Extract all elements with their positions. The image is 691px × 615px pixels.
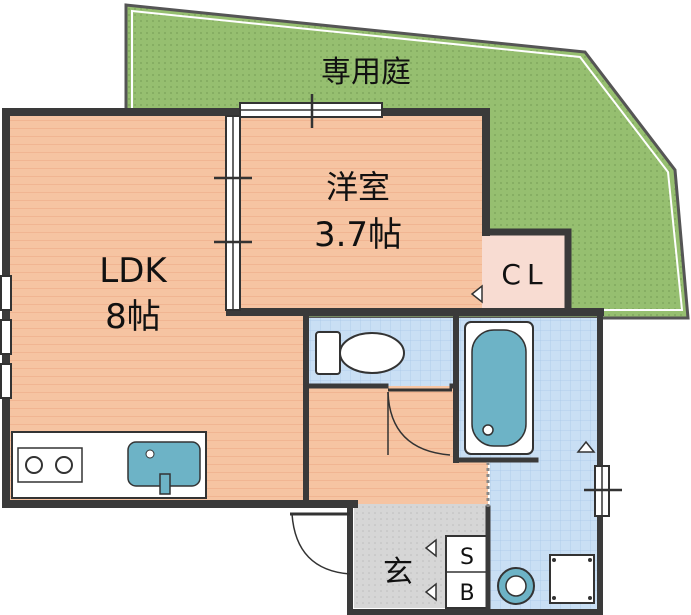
closet-door-marker — [470, 284, 483, 304]
washbasin-icon — [497, 567, 535, 605]
window-left — [0, 275, 12, 399]
walls — [2, 108, 604, 615]
bathtub-icon — [464, 321, 534, 455]
washing-machine-icon — [549, 554, 595, 604]
western-room — [234, 112, 482, 312]
garden-label: 専用庭 — [321, 55, 411, 90]
shoebox-label-top: S — [460, 545, 474, 570]
ldk-label: LDK — [99, 251, 168, 291]
closet — [482, 232, 566, 312]
shoebox-label-bottom: B — [459, 581, 474, 606]
kitchen-counter — [11, 431, 207, 499]
western-room-size-label: 3.7帖 — [314, 215, 402, 255]
sliding-door[interactable] — [214, 115, 252, 311]
ldk-size-label: 8帖 — [105, 297, 161, 337]
entrance-door[interactable] — [290, 512, 351, 575]
bathroom-door-marker — [576, 440, 596, 453]
toilet-icon — [315, 331, 405, 375]
entrance-label: 玄 — [383, 555, 413, 590]
window-top — [239, 94, 383, 128]
closet-label: CL — [501, 258, 548, 291]
window-right — [584, 465, 622, 517]
entrance — [354, 504, 434, 608]
western-room-label: 洋室 — [326, 168, 390, 206]
toilet-door[interactable] — [387, 388, 452, 456]
